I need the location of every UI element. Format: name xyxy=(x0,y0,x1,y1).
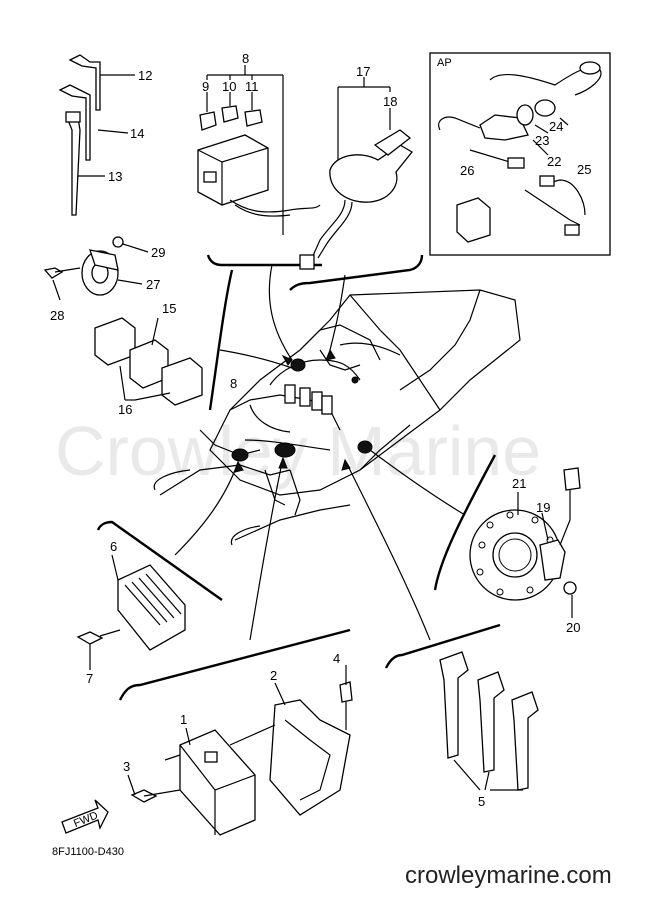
callout-7: 7 xyxy=(86,671,93,686)
inset-label: AP xyxy=(437,57,452,69)
callout-17: 17 xyxy=(356,64,370,79)
sensor-group xyxy=(469,467,581,618)
rectifier-group xyxy=(76,554,186,670)
callout-14: 14 xyxy=(130,126,144,141)
callout-8: 8 xyxy=(242,51,249,66)
callout-4: 4 xyxy=(333,651,340,666)
callout-24: 24 xyxy=(549,119,563,134)
callout-28: 28 xyxy=(50,308,64,323)
callout-25: 25 xyxy=(577,162,591,177)
callout-26: 26 xyxy=(460,163,474,178)
callout-10: 10 xyxy=(222,79,236,94)
svg-text:FWD: FWD xyxy=(72,810,100,831)
callout-9: 9 xyxy=(202,79,209,94)
fuse-box-group xyxy=(197,65,321,235)
callout-29: 29 xyxy=(151,245,165,260)
callout-18: 18 xyxy=(383,94,397,109)
relay-group xyxy=(94,317,203,406)
drawing-code: 8FJ1100-D430 xyxy=(52,846,124,858)
callout-16: 16 xyxy=(118,402,132,417)
site-url[interactable]: crowleymarine.com xyxy=(405,862,612,889)
main-switch-group xyxy=(299,77,413,270)
callout-20: 20 xyxy=(566,620,580,635)
callout-15: 15 xyxy=(162,301,176,316)
leader-lines xyxy=(174,264,466,641)
ignition-coils-5 xyxy=(439,651,539,791)
snowmobile-chassis xyxy=(153,289,521,546)
callout-5: 5 xyxy=(478,794,485,809)
callout-1: 1 xyxy=(180,712,187,727)
fwd-arrow-icon: FWD xyxy=(61,799,109,834)
callout-11: 11 xyxy=(245,79,259,94)
inset-ap: AP xyxy=(429,52,611,256)
watermark-text: Crowley Marine xyxy=(55,412,541,490)
ecu-group xyxy=(127,665,353,836)
callout-13: 13 xyxy=(108,169,122,184)
callout-8-chassis: 8 xyxy=(230,376,237,391)
callout-2: 2 xyxy=(270,668,277,683)
callout-3: 3 xyxy=(123,759,130,774)
callout-27: 27 xyxy=(146,277,160,292)
callout-21: 21 xyxy=(512,476,526,491)
callout-6: 6 xyxy=(110,539,117,554)
group-brackets xyxy=(96,254,501,701)
callout-23: 23 xyxy=(535,133,549,148)
callout-numbers: 8 9 10 11 12 14 13 17 18 24 23 22 26 25 … xyxy=(50,51,591,809)
ignition-coil-group xyxy=(43,236,149,301)
callout-19: 19 xyxy=(536,500,550,515)
cable-ties-group xyxy=(58,54,135,216)
callout-22: 22 xyxy=(547,154,561,169)
callout-12: 12 xyxy=(138,68,152,83)
